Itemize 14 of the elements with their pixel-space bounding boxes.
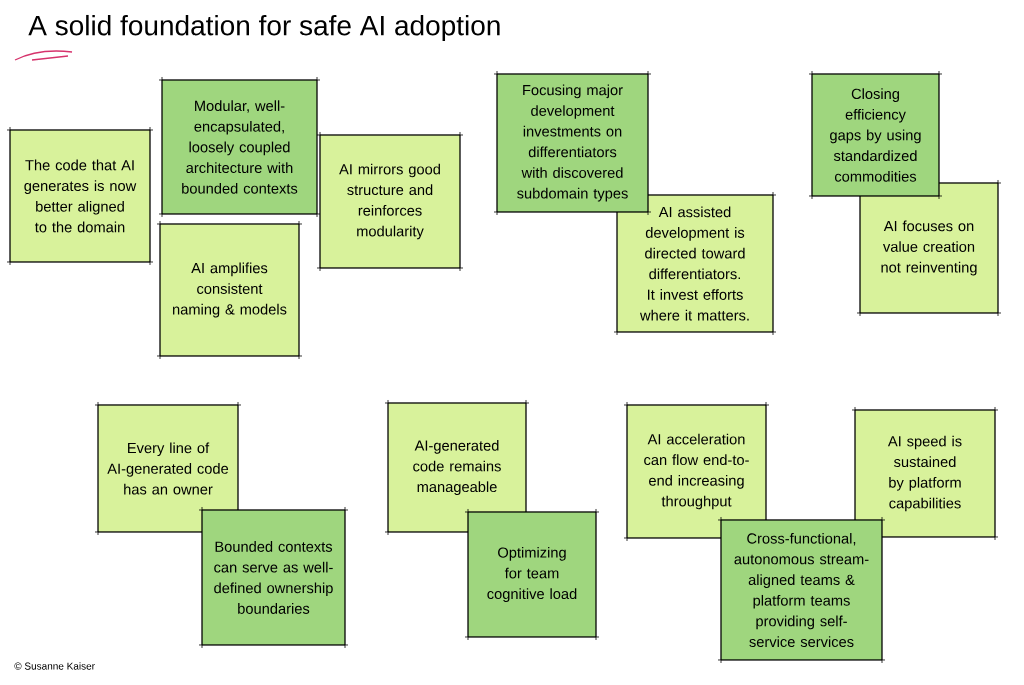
sticky-note: AI amplifies consistent naming & models (156, 220, 303, 360)
sticky-note: AI speed is sustained by platform capabilities (851, 406, 999, 541)
sticky-note: Bounded contexts can serve as well-defined ownership boundaries (198, 506, 349, 649)
sticky-note: Modular, well-encapsulated, loosely coupled architecture with bounded contexts (158, 76, 321, 218)
sticky-note: The code that AI generates is now better aligned to the domain (6, 126, 154, 266)
sticky-note: Every line of AI-generated code has an owner (94, 401, 242, 536)
sticky-note: Closing efficiency gaps by using standardized commodities (808, 70, 943, 200)
sticky-note: AI-generated code remains manageable (384, 399, 530, 536)
sticky-note: Focusing major development investments on differentiators with discovered subdomain types (493, 70, 652, 216)
sticky-note: Optimizing for team cognitive load (464, 508, 600, 641)
sticky-note: Cross-functional, autonomous stream-aligned teams & platform teams providing self-service services (717, 516, 886, 664)
title: A solid foundation for safe AI adoption (28, 14, 500, 42)
sticky-note: AI mirrors good structure and reinforces modularity (316, 131, 464, 272)
copyright-note: © Susanne Kaiser (14, 662, 95, 670)
